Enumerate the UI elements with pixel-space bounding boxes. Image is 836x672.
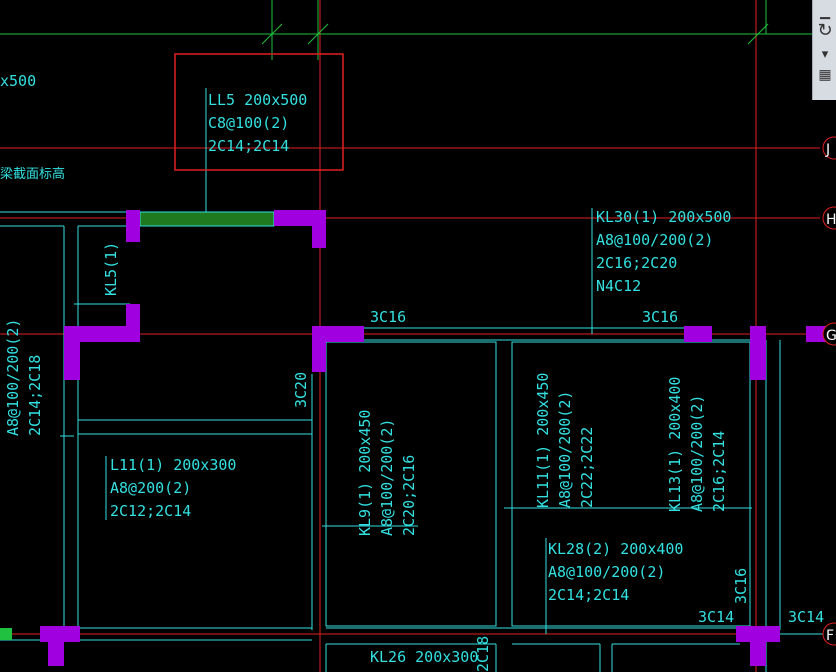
partial-label: x500 — [0, 72, 36, 90]
minimize-icon[interactable]: ▁ — [820, 5, 830, 20]
kl5-label: KL5(1) — [102, 242, 120, 296]
kl30-name: KL30(1) 200x500 — [596, 208, 731, 226]
bot-bar-label-a: 3C14 — [698, 608, 734, 626]
kl30-bars: 2C16;2C20 — [596, 254, 677, 272]
kl11-bars: 2C22;2C22 — [578, 427, 596, 508]
kl30-side: N4C12 — [596, 277, 641, 295]
kl30-stirrup: A8@100/200(2) — [596, 231, 713, 249]
bot-bar-label-b: 3C14 — [788, 608, 824, 626]
beam-ll5-selected[interactable] — [139, 211, 275, 227]
dimension-lines — [0, 0, 812, 60]
l11-bars: 2C12;2C14 — [110, 502, 191, 520]
left-stirrup: A8@100/200(2) — [4, 319, 22, 436]
ll5-stirrup: C8@100(2) — [208, 114, 289, 132]
left-bars: 2C14;2C18 — [26, 355, 44, 436]
kl26-side: 2C18 — [474, 636, 492, 672]
top-bar-label-b: 3C16 — [642, 308, 678, 326]
kl26-name: KL26 200x300 — [370, 648, 478, 666]
axis-bubble-j: J — [825, 142, 830, 158]
axis-bubble-f: F — [826, 628, 834, 644]
beam-annotations: x500 梁截面标高 LL5 200x500 C8@100(2) 2C14;2C… — [0, 72, 824, 672]
bot-3c16-label: 3C16 — [732, 568, 750, 604]
axis-bubble-g: G — [826, 328, 836, 344]
axis-bubbles: J H G F — [822, 136, 836, 646]
kl11-stirrup: A8@100/200(2) — [556, 391, 574, 508]
tiny-note: 梁截面标高 — [0, 166, 65, 182]
beam-lines — [0, 88, 828, 672]
top-bar-label-a: 3C16 — [370, 308, 406, 326]
c3c20-label: 3C20 — [292, 372, 310, 408]
kl13-name: KL13(1) 200x400 — [666, 377, 684, 512]
dropdown-icon[interactable]: ▾ — [821, 47, 829, 62]
view-navigation-bar[interactable]: ▁ ↻ ▾ ▦ — [812, 0, 836, 100]
l11-name: L11(1) 200x300 — [110, 456, 236, 474]
l11-stirrup: A8@200(2) — [110, 479, 191, 497]
kl13-bars: 2C16;2C14 — [710, 431, 728, 512]
ll5-name: LL5 200x500 — [208, 91, 307, 109]
columns[interactable] — [0, 210, 828, 666]
ll5-bars: 2C14;2C14 — [208, 137, 289, 155]
kl9-name: KL9(1) 200x450 — [356, 410, 374, 536]
kl11-name: KL11(1) 200x450 — [534, 373, 552, 508]
kl28-name: KL28(2) 200x400 — [548, 540, 683, 558]
axis-bubble-h: H — [826, 212, 836, 228]
kl28-stirrup: A8@100/200(2) — [548, 563, 665, 581]
kl9-bars: 2C20;2C16 — [400, 455, 418, 536]
selection-box[interactable] — [174, 53, 344, 171]
kl13-stirrup: A8@100/200(2) — [688, 395, 706, 512]
orbit-icon[interactable]: ↻ — [817, 20, 833, 41]
kl28-bars: 2C14;2C14 — [548, 586, 629, 604]
grid-icon[interactable]: ▦ — [818, 67, 832, 83]
kl9-stirrup: A8@100/200(2) — [378, 419, 396, 536]
